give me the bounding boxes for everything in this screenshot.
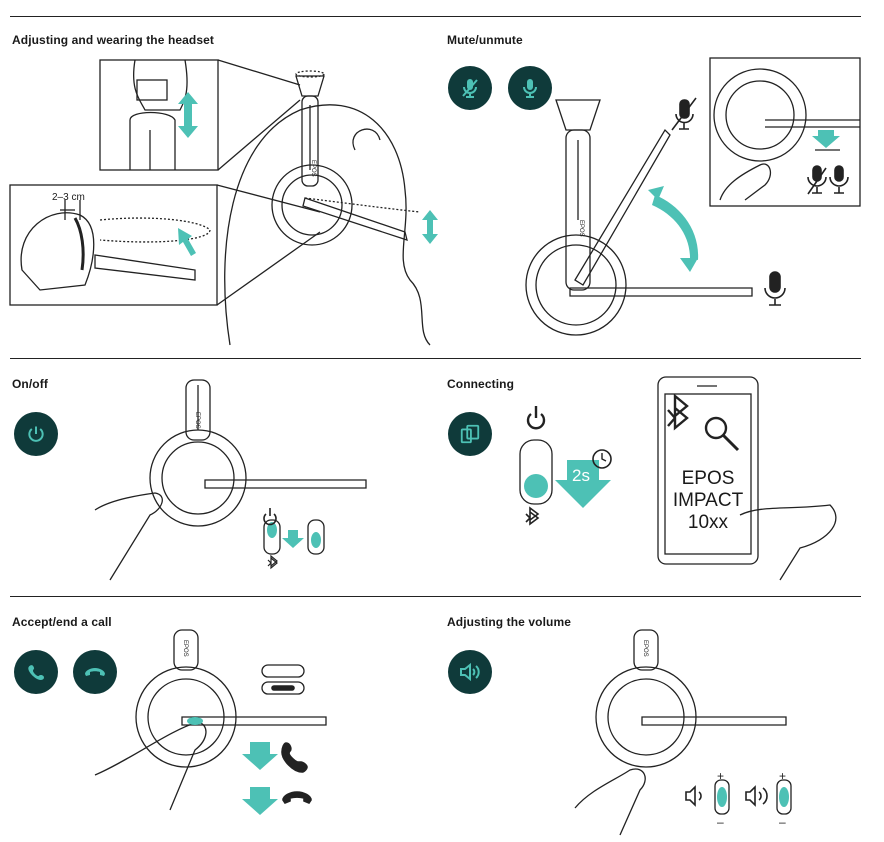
phone-device-name: EPOS IMPACT 10xx xyxy=(665,468,751,534)
connect-illustration xyxy=(519,376,837,581)
mute-illustration xyxy=(525,57,861,336)
phone-end-icon xyxy=(73,650,117,694)
title-call: Accept/end a call xyxy=(12,615,112,629)
phone-line-2: IMPACT xyxy=(672,490,744,511)
volume-icon xyxy=(448,650,492,694)
phone-accept-icon xyxy=(14,650,58,694)
mic-mute-icon xyxy=(448,66,492,110)
svg-text:+: + xyxy=(717,769,724,783)
title-mute: Mute/unmute xyxy=(447,33,523,47)
title-volume: Adjusting the volume xyxy=(447,615,572,629)
title-connect: Connecting xyxy=(447,377,514,391)
wearing-illustration xyxy=(9,59,431,346)
phone-line-3: 10xx xyxy=(687,512,729,533)
call-illustration xyxy=(94,629,327,811)
bluetooth-icon xyxy=(267,554,278,570)
devices-icon xyxy=(448,412,492,456)
svg-text:EPOS: EPOS xyxy=(642,640,648,657)
svg-text:EPOS: EPOS xyxy=(182,640,188,657)
power-icon xyxy=(14,412,58,456)
title-wearing: Adjusting and wearing the headset xyxy=(12,33,214,47)
svg-text:EPOS: EPOS xyxy=(310,160,316,177)
volume-illustration xyxy=(574,629,792,836)
svg-text:EPOS: EPOS xyxy=(578,220,584,237)
phone-line-1: EPOS xyxy=(681,468,735,489)
onoff-illustration xyxy=(94,379,367,581)
svg-text:EPOS: EPOS xyxy=(194,412,200,429)
measure-label: 2–3 cm xyxy=(52,192,85,203)
svg-text:–: – xyxy=(779,815,786,829)
title-onoff: On/off xyxy=(12,377,48,391)
timer-label: 2s xyxy=(572,466,590,485)
divider-1 xyxy=(10,358,861,359)
top-rule xyxy=(10,16,861,17)
svg-text:–: – xyxy=(717,815,724,829)
mic-icon xyxy=(508,66,552,110)
divider-2 xyxy=(10,596,861,597)
svg-text:+: + xyxy=(779,769,786,783)
